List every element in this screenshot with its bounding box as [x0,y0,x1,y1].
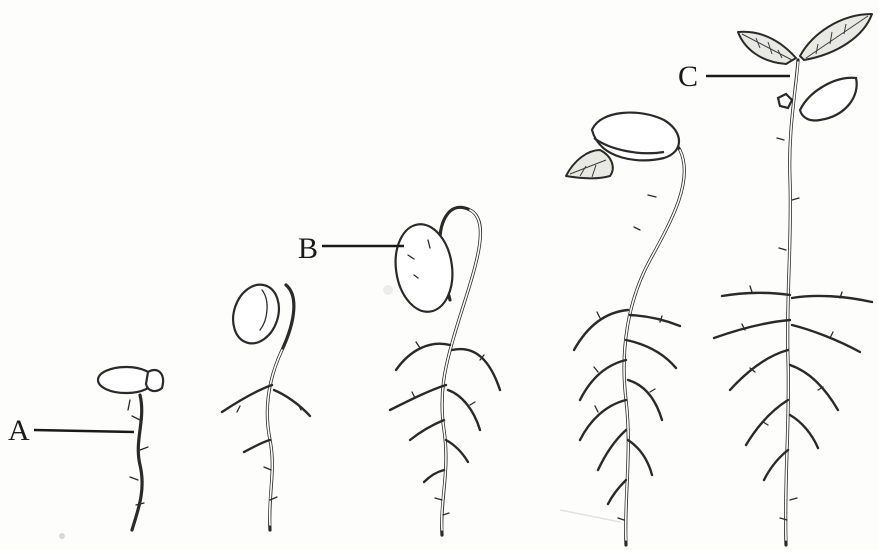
seedling-stage-2 [222,279,310,530]
label-c: C [678,60,698,93]
stage-4-young-leaves [566,150,613,178]
stage-4-stem [620,131,684,545]
stage-2-seed [226,279,286,350]
label-a-group: A [8,414,134,447]
stage-5-cotyledon [800,78,857,121]
seedling-stage-4 [566,113,684,545]
label-c-group: C [678,60,790,93]
seedling-stage-5 [714,14,872,545]
label-b-group: B [298,232,404,265]
stage-3-seed [390,221,458,316]
label-a-pointer [34,430,134,432]
stage-1-seed-coat [146,370,163,391]
seedling-stage-1 [98,367,163,530]
seedling-stage-3 [390,207,500,535]
label-a: A [8,414,30,447]
stage-1-radicle [132,395,142,530]
label-b: B [298,232,318,265]
